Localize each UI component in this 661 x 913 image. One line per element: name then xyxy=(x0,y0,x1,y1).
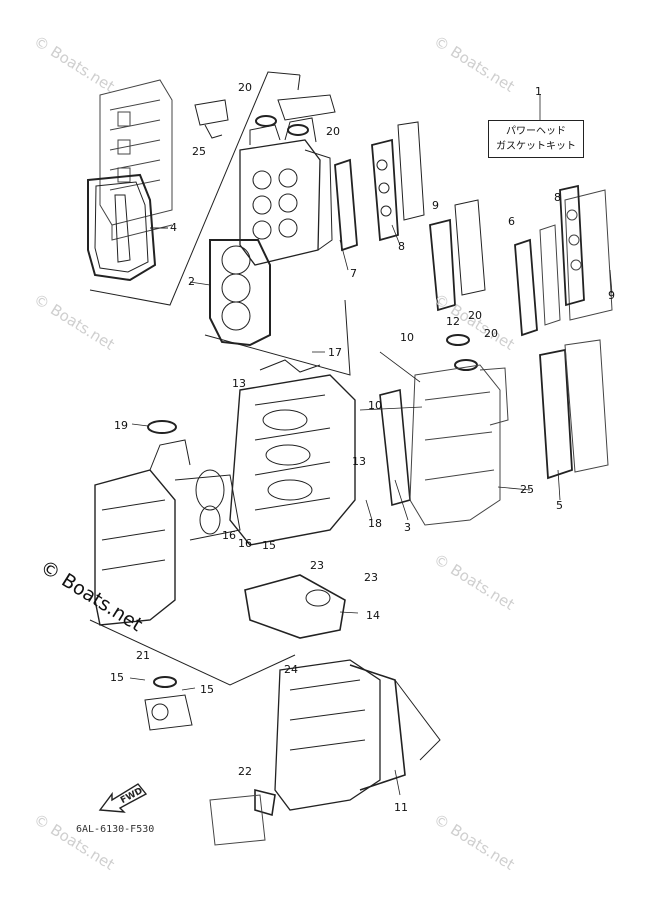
callout-number: 17 xyxy=(328,346,342,359)
callout-number: 10 xyxy=(400,331,414,344)
head-cover-gasket-4 xyxy=(87,173,157,282)
callout-number: 19 xyxy=(114,419,128,432)
cylinder-head-right xyxy=(539,184,613,326)
callout-number: 9 xyxy=(608,289,615,302)
callout-number: 5 xyxy=(556,499,563,512)
crankcase-gasket-14 xyxy=(244,574,346,639)
callout-number: 25 xyxy=(192,145,206,158)
exhaust-gasket-6 xyxy=(514,238,538,337)
callout-number: 15 xyxy=(262,539,276,552)
callout-number: 12 xyxy=(446,315,460,328)
lower-housing xyxy=(144,676,193,731)
callout-number: 25 xyxy=(520,483,534,496)
kit-label-box: パワーヘッド ガスケットキット xyxy=(488,120,584,158)
gasket-22 xyxy=(254,788,276,817)
leader-lines xyxy=(129,95,613,796)
callout-number: 4 xyxy=(170,221,177,234)
callout-number: 16 xyxy=(222,529,236,542)
crankcase xyxy=(94,439,241,626)
exhaust-gasket-12 xyxy=(429,199,486,312)
callout-number: 23 xyxy=(364,571,378,584)
exhaust-gasket-7 xyxy=(334,158,358,252)
oil-seal-19 xyxy=(147,420,177,434)
callout-number: 6 xyxy=(508,215,515,228)
exhaust-cover-8-center xyxy=(371,121,425,242)
cylinder-block xyxy=(229,359,356,546)
lower-pipe xyxy=(209,794,266,846)
part-code: 6AL-6130-F530 xyxy=(76,824,155,835)
callout-number: 7 xyxy=(350,267,357,280)
callout-number: 9 xyxy=(432,199,439,212)
callout-number: 3 xyxy=(404,521,411,534)
kit-label-line2: ガスケットキット xyxy=(496,141,576,152)
callout-number: 23 xyxy=(310,559,324,572)
callout-number: 20 xyxy=(238,81,252,94)
callout-number: 22 xyxy=(238,765,252,778)
callout-number: 13 xyxy=(352,455,366,468)
oil-seal-20-right-a xyxy=(446,334,470,346)
callout-number: 16 xyxy=(238,537,252,550)
callout-number: 20 xyxy=(326,125,340,138)
exhaust-gasket-5 xyxy=(539,339,609,480)
callout-number: 2 xyxy=(188,275,195,288)
callout-number: 20 xyxy=(468,309,482,322)
kit-label-line1: パワーヘッド xyxy=(506,126,566,137)
cylinder-block-right xyxy=(409,364,509,526)
cylinder-head-left xyxy=(99,79,173,241)
exhaust-guide xyxy=(274,659,441,811)
callout-number: 15 xyxy=(200,683,214,696)
callout-number: 8 xyxy=(554,191,561,204)
callout-number: 24 xyxy=(284,663,298,676)
callout-number: 10 xyxy=(368,399,382,412)
oil-seal-20-top xyxy=(255,115,309,136)
callout-number: 21 xyxy=(136,649,150,662)
callout-number: 14 xyxy=(366,609,380,622)
fwd-arrow-icon: FWD xyxy=(98,783,148,813)
callout-number: 18 xyxy=(368,517,382,530)
callout-number: 20 xyxy=(484,327,498,340)
head-gasket-2 xyxy=(209,239,271,347)
callout-number: 13 xyxy=(232,377,246,390)
block-side-gasket-3 xyxy=(379,388,411,507)
callout-number: 15 xyxy=(110,671,124,684)
callout-1: 1 xyxy=(535,85,542,98)
callout-number: 11 xyxy=(394,801,408,814)
callout-number: 8 xyxy=(398,240,405,253)
cylinder-head-center xyxy=(239,117,333,266)
thermo-bracket xyxy=(194,94,336,139)
